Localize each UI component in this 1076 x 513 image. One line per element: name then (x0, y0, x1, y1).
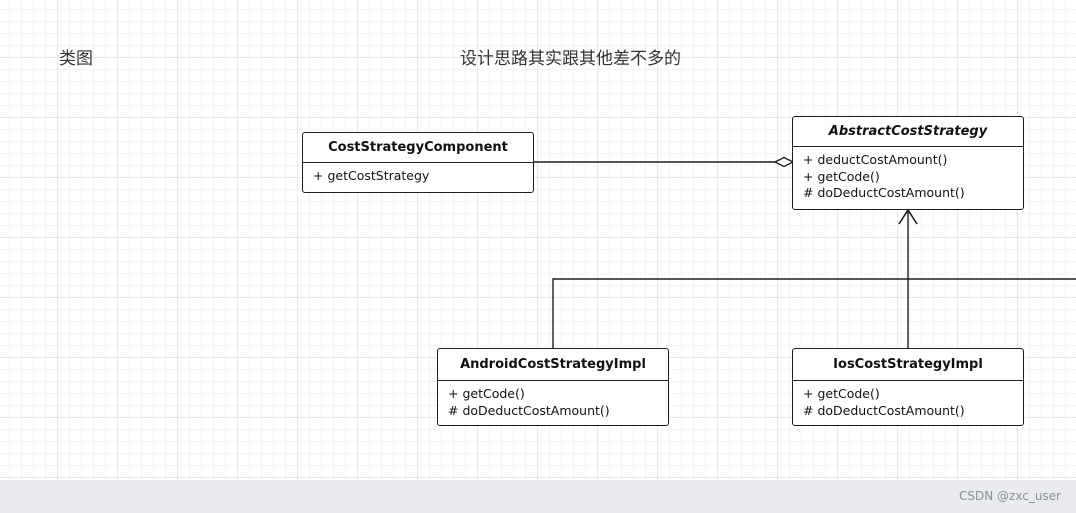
design-note-heading: 设计思路其实跟其他差不多的 (460, 49, 681, 69)
operation: # doDeductCostAmount() (803, 402, 965, 418)
class-name: AbstractCostStrategy (793, 117, 1023, 147)
class-operations: + deductCostAmount() + getCode() # doDed… (793, 147, 1023, 202)
class-operations: + getCostStrategy (303, 163, 533, 185)
class-operations: + getCode() # doDeductCostAmount() (438, 381, 668, 419)
operation: + getCostStrategy (313, 168, 430, 183)
operation: + getCode() (448, 386, 525, 401)
diagram-canvas: 类图 设计思路其实跟其他差不多的 CostStrategyComponent +… (0, 0, 1076, 480)
operation: # doDeductCostAmount() (803, 185, 965, 200)
relationship-lines (533, 156, 1076, 349)
class-abstract-cost-strategy[interactable]: AbstractCostStrategy + deductCostAmount(… (792, 116, 1024, 210)
class-diagram-heading: 类图 (59, 49, 93, 69)
class-operations: + getCode() # doDeductCostAmount() (793, 381, 1023, 419)
operation: + deductCostAmount() (803, 152, 948, 167)
class-cost-strategy-component[interactable]: CostStrategyComponent + getCostStrategy (302, 132, 534, 193)
generalization-line-android (552, 278, 1076, 349)
operation: # doDeductCostAmount() (448, 402, 610, 418)
class-ios-cost-strategy-impl[interactable]: IosCostStrategyImpl + getCode() # doDedu… (792, 348, 1024, 426)
generalization-arrowhead (898, 208, 918, 225)
class-name: AndroidCostStrategyImpl (438, 349, 668, 381)
class-name: IosCostStrategyImpl (793, 349, 1023, 381)
operation: + getCode() (803, 386, 880, 401)
class-name: CostStrategyComponent (303, 133, 533, 163)
csdn-watermark: CSDN @zxc_user (959, 489, 1061, 503)
footer-bar: CSDN @zxc_user (0, 480, 1076, 513)
class-android-cost-strategy-impl[interactable]: AndroidCostStrategyImpl + getCode() # do… (437, 348, 669, 426)
operation: + getCode() (803, 168, 880, 184)
aggregation-diamond (773, 156, 795, 168)
